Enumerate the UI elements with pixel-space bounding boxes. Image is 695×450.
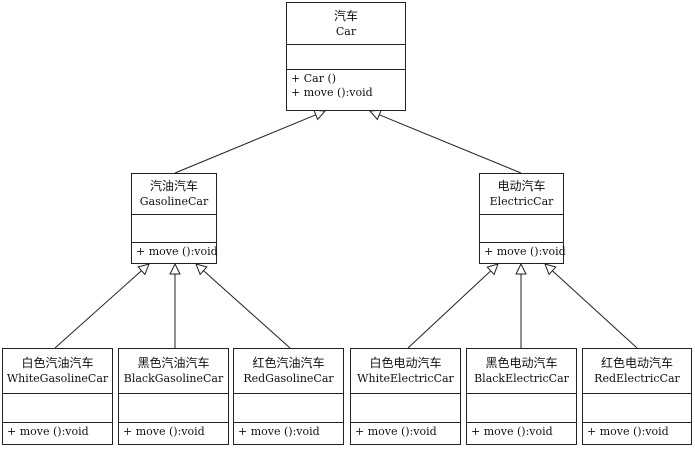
class-name-compartment: 汽车 Car [287, 3, 405, 45]
edge-electric-to-car [368, 109, 522, 174]
class-black-electric-car: 黑色电动汽车 BlackElectricCar + move ():void [466, 348, 577, 445]
class-name-compartment: 黑色汽油汽车 BlackGasolineCar [119, 349, 228, 394]
operations-compartment: + move ():void [351, 423, 460, 439]
generalization-arrowhead [137, 263, 150, 276]
edge-red-gasoline-to-gasoline [195, 263, 291, 349]
generalization-arrowhead [313, 109, 327, 121]
operation: + move ():void [471, 425, 553, 438]
operation: + move ():void [355, 425, 437, 438]
edge-line [203, 270, 291, 349]
generalization-arrowhead [486, 263, 499, 276]
operations-compartment: + move ():void [3, 423, 112, 439]
attributes-compartment [287, 45, 405, 70]
class-name-en: GasolineCar [139, 195, 209, 208]
class-name-en: WhiteGasolineCar [6, 372, 109, 385]
operations-compartment: + move ():void [583, 423, 691, 439]
class-name-zh: 黑色电动汽车 [485, 356, 558, 370]
class-name-zh: 黑色汽油汽车 [137, 356, 210, 370]
class-name-zh: 白色汽油汽车 [21, 356, 94, 370]
class-name-zh: 电动汽车 [497, 179, 546, 193]
attributes-compartment [3, 394, 112, 423]
edge-black-electric-to-electric [515, 262, 527, 348]
operation: + move ():void [484, 245, 566, 258]
attributes-compartment [119, 394, 228, 423]
class-name-en: ElectricCar [489, 195, 554, 208]
edge-white-gasoline-to-gasoline [54, 263, 150, 349]
generalization-arrowhead [195, 263, 208, 276]
class-name-compartment: 白色电动汽车 WhiteElectricCar [351, 349, 460, 394]
operations-compartment: + move ():void [119, 423, 228, 439]
edge-white-electric-to-electric [407, 263, 499, 349]
class-black-gasoline-car: 黑色汽油汽车 BlackGasolineCar + move ():void [118, 348, 229, 445]
generalization-arrowhead [544, 263, 557, 276]
class-name-en: WhiteElectricCar [357, 372, 454, 385]
class-name-compartment: 黑色电动汽车 BlackElectricCar [467, 349, 576, 394]
class-name-compartment: 电动汽车 ElectricCar [480, 174, 563, 215]
class-white-electric-car: 白色电动汽车 WhiteElectricCar + move ():void [350, 348, 461, 445]
class-electric-car: 电动汽车 ElectricCar + move ():void [479, 173, 566, 264]
attributes-compartment [351, 394, 460, 423]
class-name-zh: 红色汽油汽车 [252, 356, 325, 370]
class-name-en: BlackElectricCar [474, 372, 569, 385]
edge-black-gasoline-to-gasoline [169, 262, 181, 348]
class-name-en: Car [335, 24, 357, 38]
operations-compartment: + move ():void [132, 243, 218, 259]
class-name-zh: 白色电动汽车 [369, 356, 442, 370]
class-white-gasoline-car: 白色汽油汽车 WhiteGasolineCar + move ():void [2, 348, 113, 445]
attributes-compartment [234, 394, 343, 423]
operations-compartment: + move ():void [467, 423, 576, 439]
edge-line [379, 114, 522, 174]
attributes-compartment [132, 215, 216, 243]
class-name-zh: 汽车 [333, 8, 358, 23]
operations-compartment: + move ():void [480, 243, 566, 259]
class-name-compartment: 红色汽油汽车 RedGasolineCar [234, 349, 343, 394]
edge-line [552, 270, 638, 349]
edge-line [407, 270, 492, 349]
class-name-zh: 汽油汽车 [149, 179, 198, 193]
attributes-compartment [480, 215, 563, 243]
operation: + Car () [291, 72, 337, 85]
operation: + move ():void [587, 425, 669, 438]
class-red-electric-car: 红色电动汽车 RedElectricCar + move ():void [582, 348, 692, 445]
class-name-compartment: 汽油汽车 GasolineCar [132, 174, 216, 215]
operation: + move ():void [7, 425, 89, 438]
operation: + move ():void [291, 86, 373, 99]
operation: + move ():void [136, 245, 218, 258]
generalization-arrowhead [169, 262, 181, 275]
attributes-compartment [467, 394, 576, 423]
class-name-zh: 红色电动汽车 [600, 356, 673, 370]
operation: + move ():void [123, 425, 205, 438]
operations-compartment: + Car () + move ():void [287, 70, 405, 100]
edge-gasoline-to-car [174, 109, 327, 174]
operations-compartment: + move ():void [234, 423, 343, 439]
generalization-arrowhead [515, 262, 527, 275]
operation: + move ():void [238, 425, 320, 438]
edge-red-electric-to-electric [544, 263, 638, 349]
edge-line [174, 114, 316, 174]
class-name-compartment: 白色汽油汽车 WhiteGasolineCar [3, 349, 112, 394]
attributes-compartment [583, 394, 691, 423]
edge-line [54, 270, 142, 349]
class-red-gasoline-car: 红色汽油汽车 RedGasolineCar + move ():void [233, 348, 344, 445]
generalization-arrowhead [368, 109, 382, 121]
class-gasoline-car: 汽油汽车 GasolineCar + move ():void [131, 173, 218, 264]
class-name-en: BlackGasolineCar [123, 372, 224, 385]
class-name-compartment: 红色电动汽车 RedElectricCar [583, 349, 691, 394]
class-name-en: RedElectricCar [594, 372, 680, 385]
class-name-en: RedGasolineCar [243, 372, 334, 385]
class-car: 汽车 Car + Car () + move ():void [286, 2, 406, 111]
